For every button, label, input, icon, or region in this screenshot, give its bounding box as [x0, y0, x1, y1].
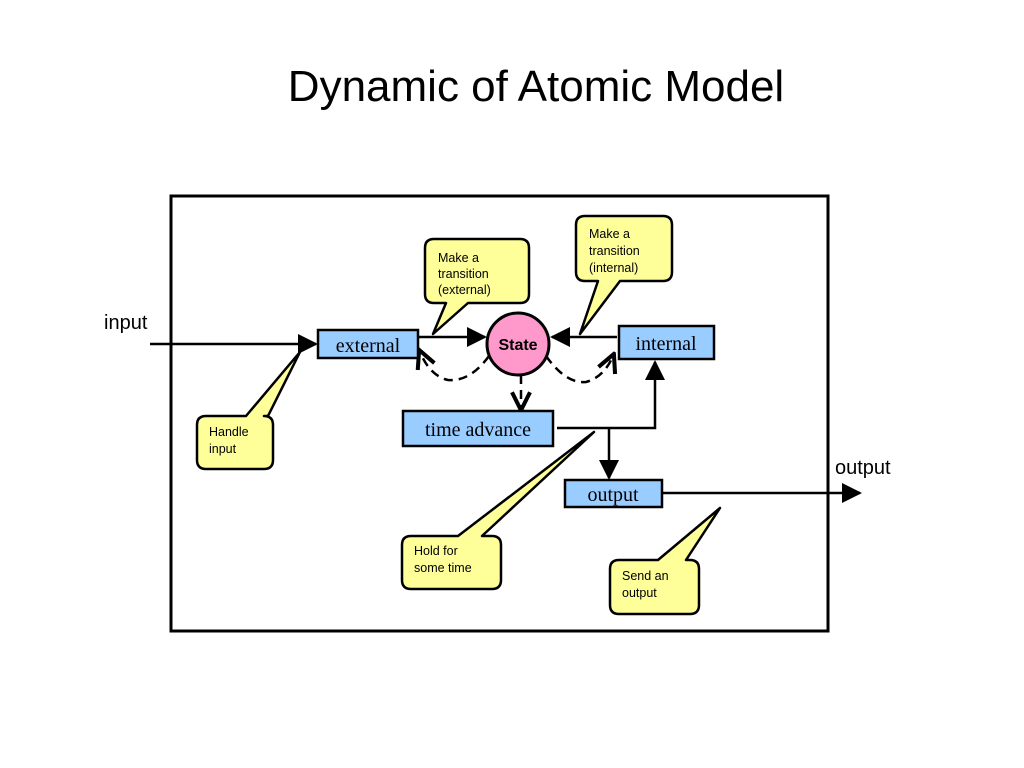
callout-hold-line2: some time	[414, 561, 472, 575]
state-node: State	[485, 311, 551, 377]
svg-text:Make a transition: Make a transition (external)	[438, 251, 492, 297]
output-port-label: output	[835, 457, 891, 479]
callout-hold: Hold for some time	[400, 430, 596, 591]
callout-make-internal-line1: Make a	[589, 227, 630, 241]
callout-make-internal: Make a transition (internal)	[574, 214, 674, 336]
state-to-external-dashed-arrow	[420, 352, 491, 382]
output-node-label: output	[587, 484, 639, 506]
callout-make-external-line3: (external)	[438, 283, 491, 297]
callout-hold-line1: Hold for	[414, 544, 458, 558]
callout-make-external: Make a transition (external)	[423, 237, 531, 336]
state-node-label: State	[498, 337, 537, 354]
svg-text:Handle input: Handle input	[209, 425, 252, 456]
svg-text:Hold for some time: Hold for some time	[414, 544, 472, 575]
page-title: Dynamic of Atomic Model	[287, 62, 785, 111]
time-advance-to-internal-arrow	[557, 360, 665, 430]
callout-send-output-line2: output	[622, 586, 657, 600]
callout-make-external-line2: transition	[438, 267, 489, 281]
callout-send-output-line1: Send an	[622, 569, 669, 583]
callout-handle-input-line2: input	[209, 442, 237, 456]
output-node: output	[563, 478, 664, 509]
callout-make-external-line1: Make a	[438, 251, 479, 265]
state-to-internal-dashed-arrow	[544, 356, 613, 384]
callout-make-internal-line2: transition	[589, 244, 640, 258]
callout-handle-input-line1: Handle	[209, 425, 249, 439]
time-advance-node: time advance	[401, 409, 555, 448]
svg-text:Make a transition: Make a transition (internal)	[589, 227, 643, 275]
svg-text:Send an output: Send an output	[622, 569, 672, 600]
callout-make-internal-line3: (internal)	[589, 261, 638, 275]
time-advance-node-label: time advance	[425, 419, 531, 441]
internal-node-label: internal	[635, 333, 697, 355]
internal-node: internal	[617, 324, 716, 361]
external-node-label: external	[336, 335, 401, 357]
callout-send-output: Send an output	[608, 506, 722, 616]
callout-handle-input: Handle input	[195, 350, 302, 471]
external-node: external	[316, 328, 420, 360]
input-port-label: input	[104, 312, 148, 334]
